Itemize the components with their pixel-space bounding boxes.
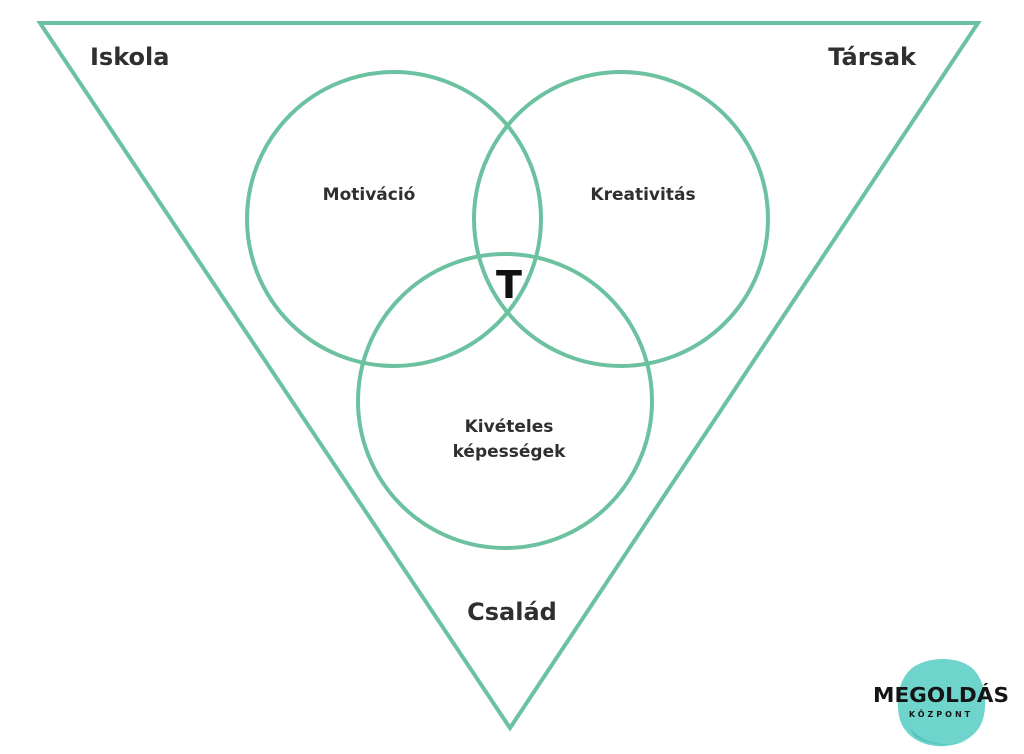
megoldas-kozpont-logo: MEGOLDÁS KÖZPONT [873, 659, 1009, 747]
talent-center-letter: T [496, 263, 522, 307]
school-label: Iskola [90, 43, 169, 71]
logo-brush-edge [905, 720, 968, 745]
creativity-circle [472, 70, 770, 368]
motivation-circle [245, 70, 543, 368]
environment-triangle [36, 21, 982, 732]
peers-label: Társak [828, 43, 917, 71]
creativity-label: Kreativitás [590, 185, 695, 205]
logo-name: MEGOLDÁS [873, 683, 1009, 707]
logo-subtitle: KÖZPONT [909, 709, 973, 719]
abilities-circle [356, 252, 654, 550]
abilities-label-line2: képességek [453, 442, 567, 462]
logo-brush-blob [897, 659, 986, 747]
family-label: Család [467, 598, 557, 626]
abilities-label-line1: Kivételes [465, 417, 554, 437]
motivation-label: Motiváció [323, 185, 416, 205]
